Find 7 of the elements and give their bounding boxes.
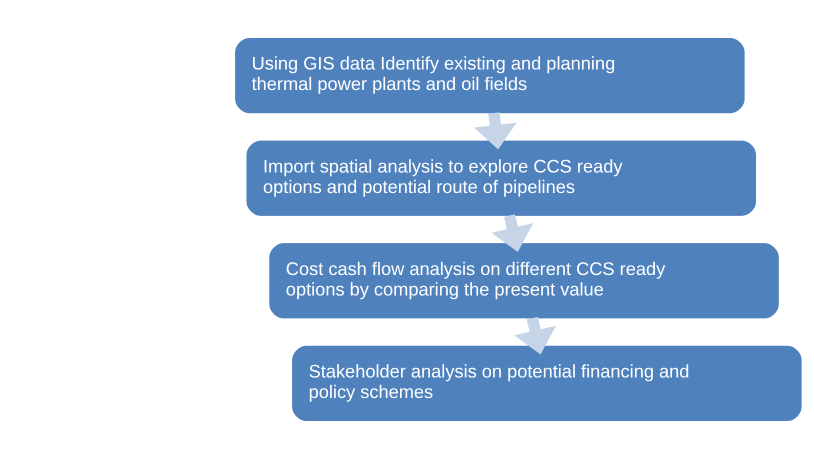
arrow	[473, 112, 516, 150]
node-box: Using GIS data Identify existing and planning thermal power plants and oil fields	[234, 38, 744, 113]
node-box: Import spatial analysis to explore CCS ready options and potential route of pipelines	[246, 140, 756, 216]
node-box: Cost cash flow analysis on different CCS ready options by comparing the present value	[268, 242, 778, 318]
node-box: Stakeholder analysis on potential financing and policy schemes	[292, 345, 802, 420]
arrow	[514, 316, 556, 354]
arrow	[490, 214, 533, 252]
